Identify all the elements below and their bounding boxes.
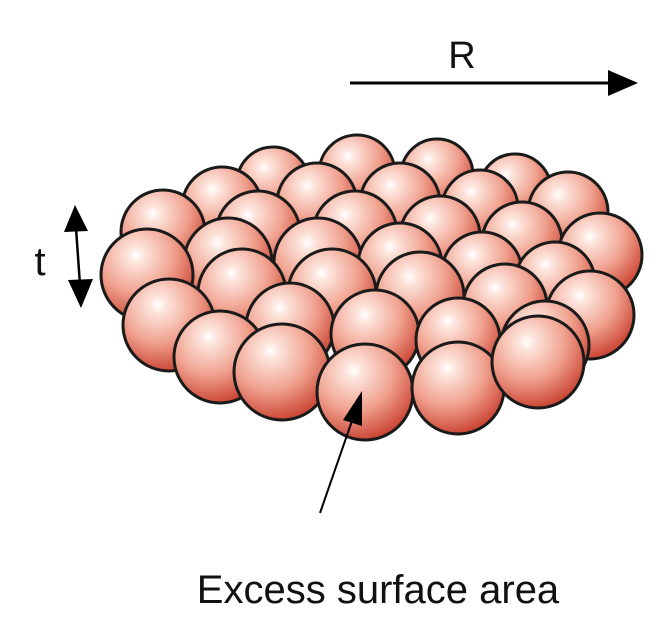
sphere-cluster	[99, 133, 644, 442]
thickness-label: t	[34, 240, 45, 284]
caption: Excess surface area	[197, 568, 560, 612]
sphere	[232, 322, 332, 422]
thickness-arrow	[64, 205, 93, 308]
radius-arrow	[350, 70, 638, 96]
pointer-arrow	[319, 391, 362, 514]
sphere	[490, 314, 586, 410]
radius-label: R	[448, 35, 475, 77]
sphere	[410, 340, 506, 436]
sphere	[315, 342, 415, 442]
